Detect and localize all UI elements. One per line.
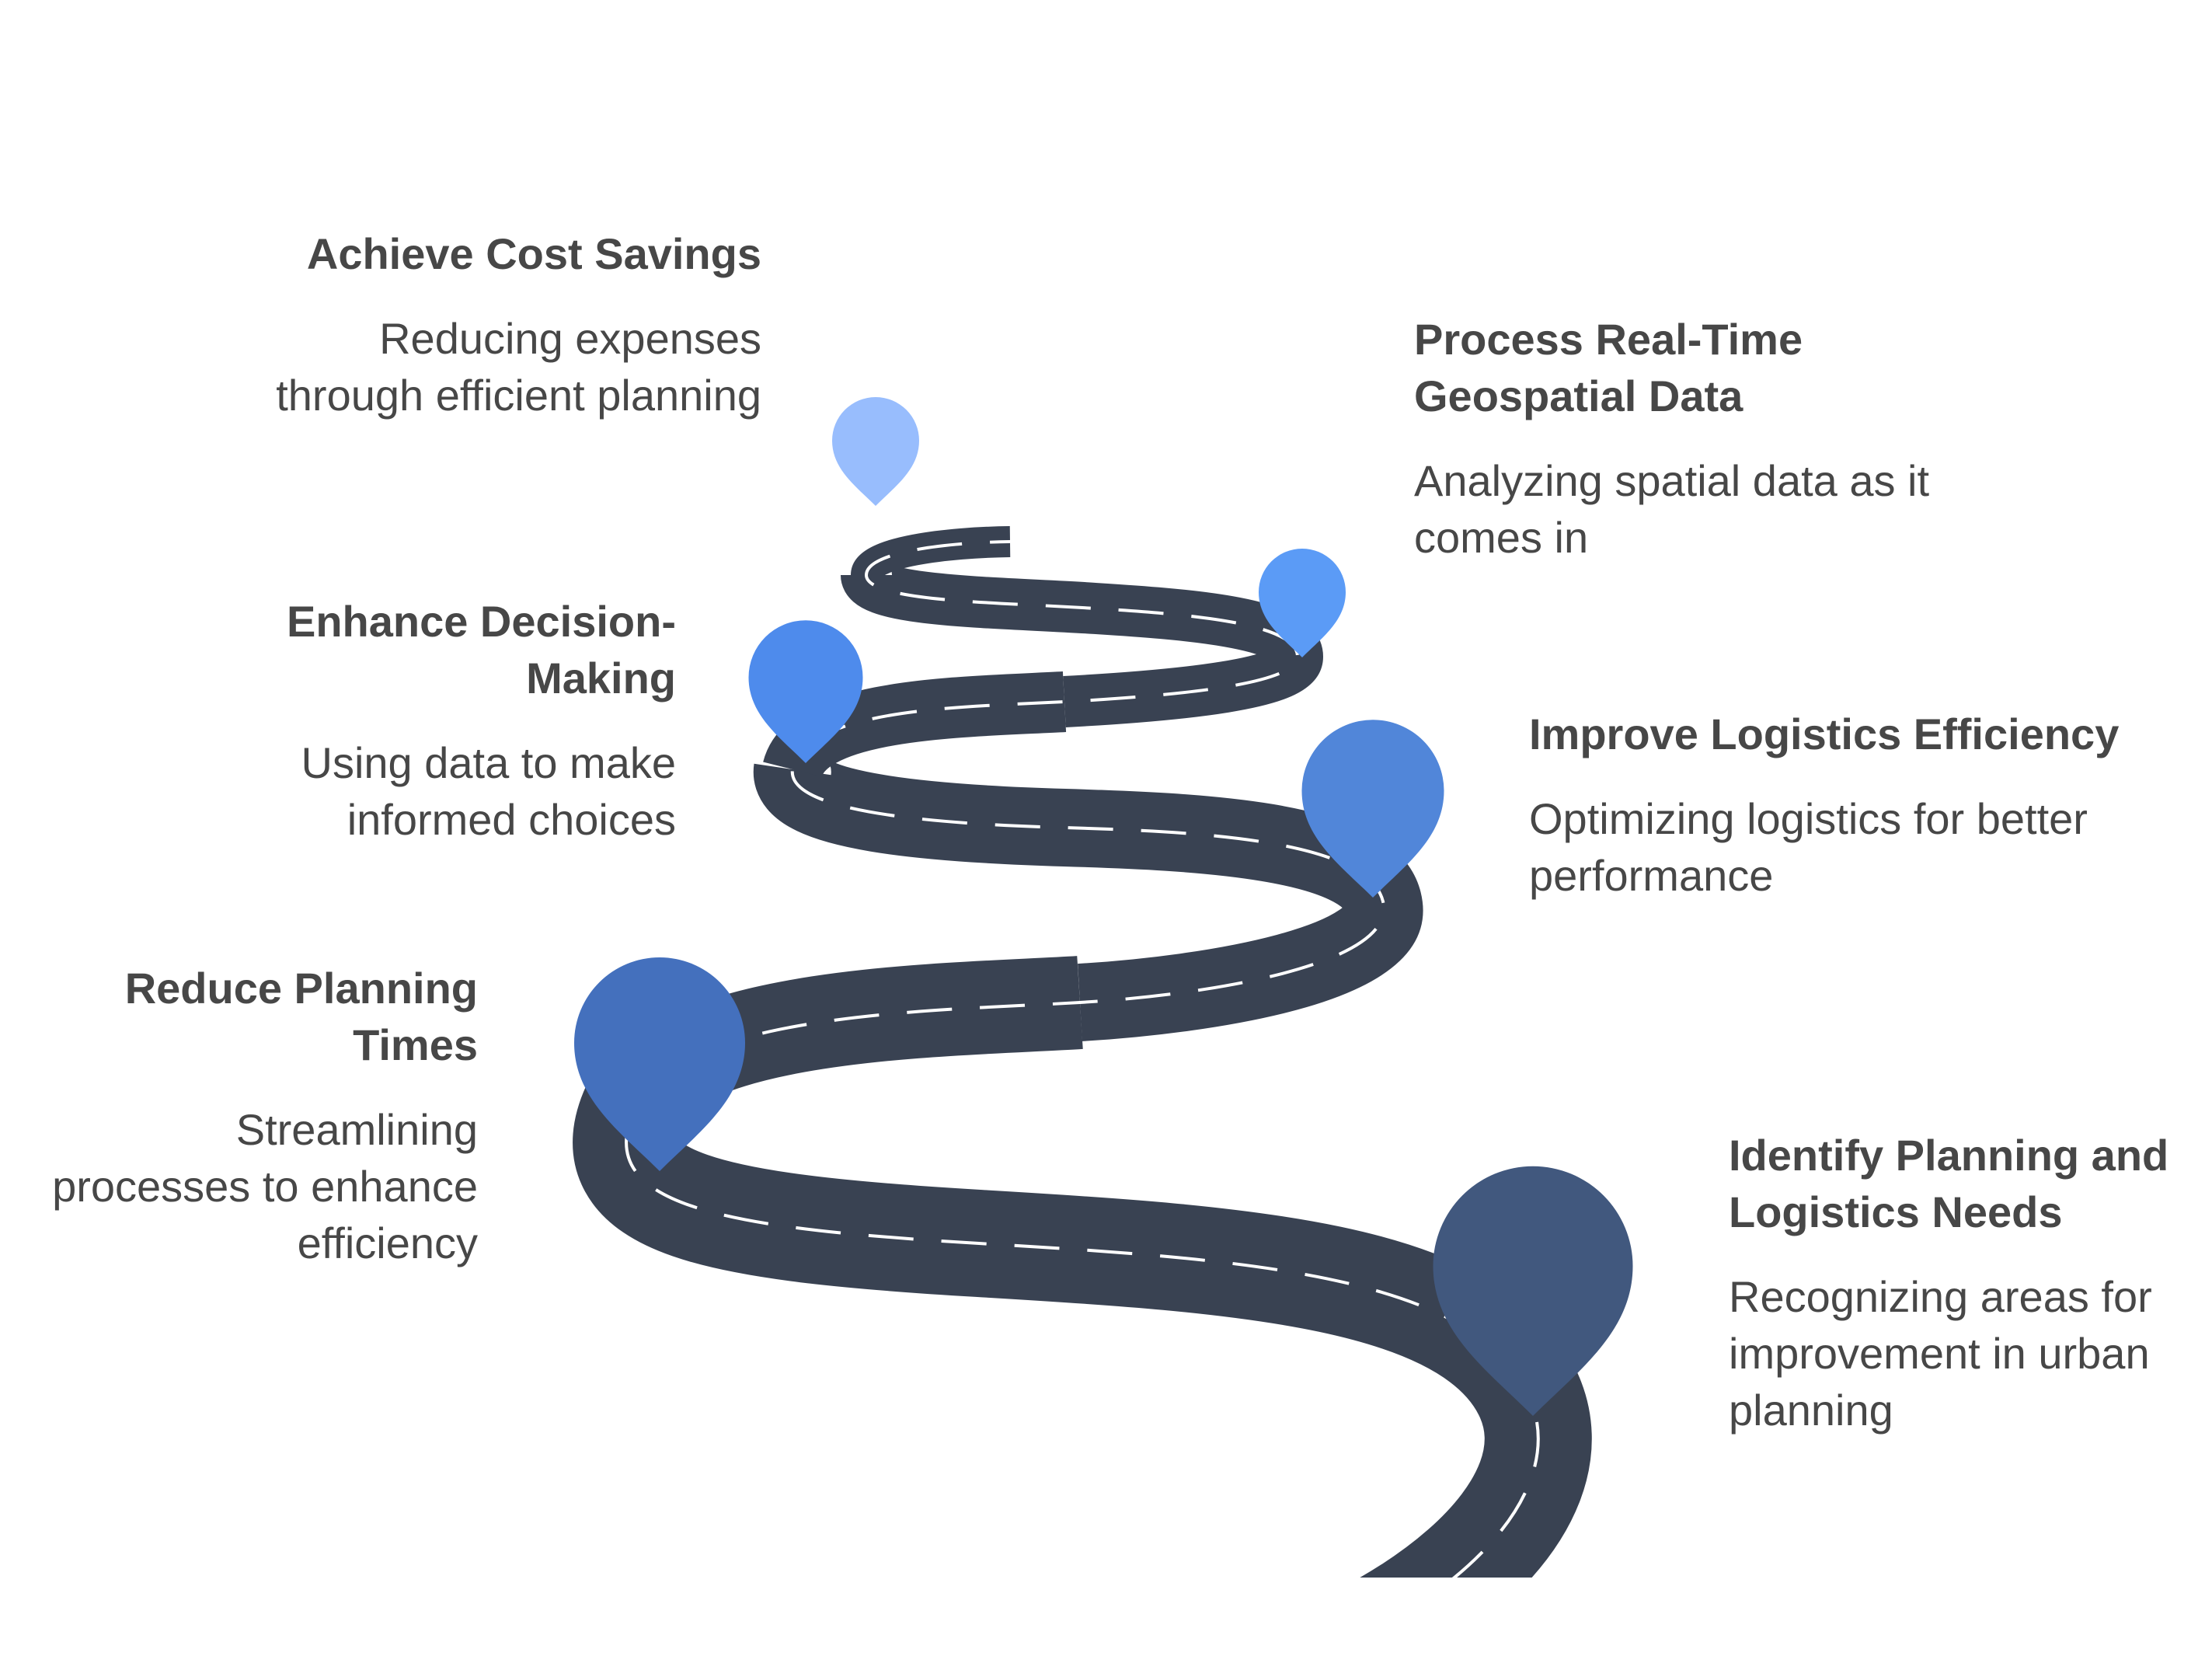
- step-identify-planning-and-logistics-needs: Identify Planning and Logistics Needs Re…: [1729, 1127, 2179, 1438]
- step-description: Analyzing spatial data as it comes in: [1414, 456, 1930, 562]
- step-title: Enhance Decision-Making: [286, 597, 676, 703]
- map-pin-icon-step-1: [1433, 1166, 1633, 1416]
- step-title: Process Real-Time Geospatial Data: [1414, 315, 1803, 420]
- step-reduce-planning-times: Reduce Planning Times Streamlining proce…: [47, 960, 478, 1271]
- step-improve-logistics-efficiency: Improve Logistics Efficiency Optimizing …: [1529, 706, 2120, 904]
- step-process-real-time-geospatial-data: Process Real-Time Geospatial Data Analyz…: [1414, 311, 2005, 566]
- road-segment: [573, 1079, 1592, 1578]
- step-description: Using data to make informed choices: [301, 738, 676, 844]
- step-title: Improve Logistics Efficiency: [1529, 710, 2120, 758]
- step-title: Identify Planning and Logistics Needs: [1729, 1131, 2169, 1236]
- map-pin-icon-step-5: [1259, 549, 1346, 657]
- step-title: Achieve Cost Savings: [306, 229, 761, 278]
- step-description: Optimizing logistics for better performa…: [1529, 794, 2088, 900]
- step-enhance-decision-making: Enhance Decision-Making Using data to ma…: [179, 593, 676, 848]
- map-pin-icon-step-6: [832, 397, 919, 506]
- map-pin-icon-step-3: [1301, 720, 1444, 898]
- step-description: Reducing expenses through efficient plan…: [276, 314, 761, 420]
- step-title: Reduce Planning Times: [124, 964, 478, 1069]
- step-description: Streamlining processes to enhance effici…: [52, 1105, 478, 1267]
- step-description: Recognizing areas for improvement in urb…: [1729, 1272, 2152, 1435]
- map-pin-icon-step-4: [748, 620, 863, 763]
- road-segment: [753, 755, 1423, 1041]
- map-pin-icon-step-2: [574, 957, 745, 1171]
- step-achieve-cost-savings: Achieve Cost Savings Reducing expenses t…: [264, 225, 761, 424]
